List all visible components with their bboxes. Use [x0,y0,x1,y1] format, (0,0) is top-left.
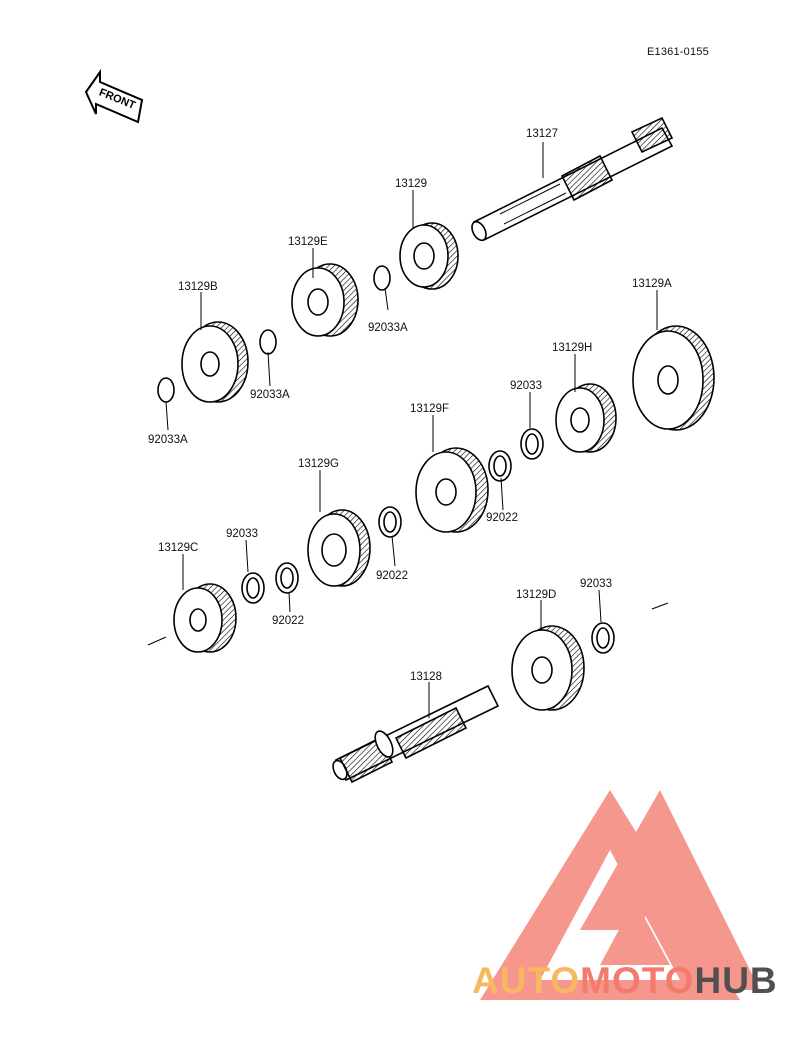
part-label: 13127 [526,128,558,140]
part-13127-drawing [471,116,674,242]
gear-13129H-drawing [555,383,617,453]
gear-13129F-drawing [415,447,489,533]
part-label: 92033A [368,322,408,334]
part-13128-drawing [332,684,500,784]
gear-13129E-drawing [291,263,359,337]
watermark-moto: MOTO [580,960,695,1001]
part-label: 92022 [272,615,304,627]
part-label: 92022 [376,570,408,582]
part-label: 13129D [516,589,557,601]
part-label: 13129H [552,342,593,354]
part-label: 92033A [250,389,290,401]
gear-13129A-drawing [632,325,715,431]
part-label: 13129B [178,281,218,293]
part-label: 13128 [410,671,442,683]
part-label: 92033 [580,578,612,590]
part-label: 92022 [486,512,518,524]
front-arrow-icon [84,68,144,124]
part-label: 13129F [410,403,450,415]
part-label: 13129G [298,458,339,470]
gear-13129G-drawing [307,509,371,587]
gear-13129B-drawing [181,321,249,403]
part-label: 13129A [632,278,672,290]
watermark-text: AUTOMOTOHUB [472,960,778,1002]
part-label: 92033 [510,380,542,392]
gear-13129C-drawing [173,583,237,653]
gear-13129-drawing [399,222,459,290]
watermark-auto: AUTO [472,960,581,1001]
watermark-hub: HUB [694,960,778,1001]
part-label: 13129 [395,178,427,190]
watermark-logo-icon [480,790,760,1000]
diagram-code: E1361-0155 [647,46,709,58]
part-label: 92033A [148,434,188,446]
part-label: 13129C [158,542,199,554]
part-label: 92033 [226,528,258,540]
part-label: 13129E [288,236,328,248]
gear-13129D-drawing [511,625,585,711]
leader-lines [147,142,669,718]
